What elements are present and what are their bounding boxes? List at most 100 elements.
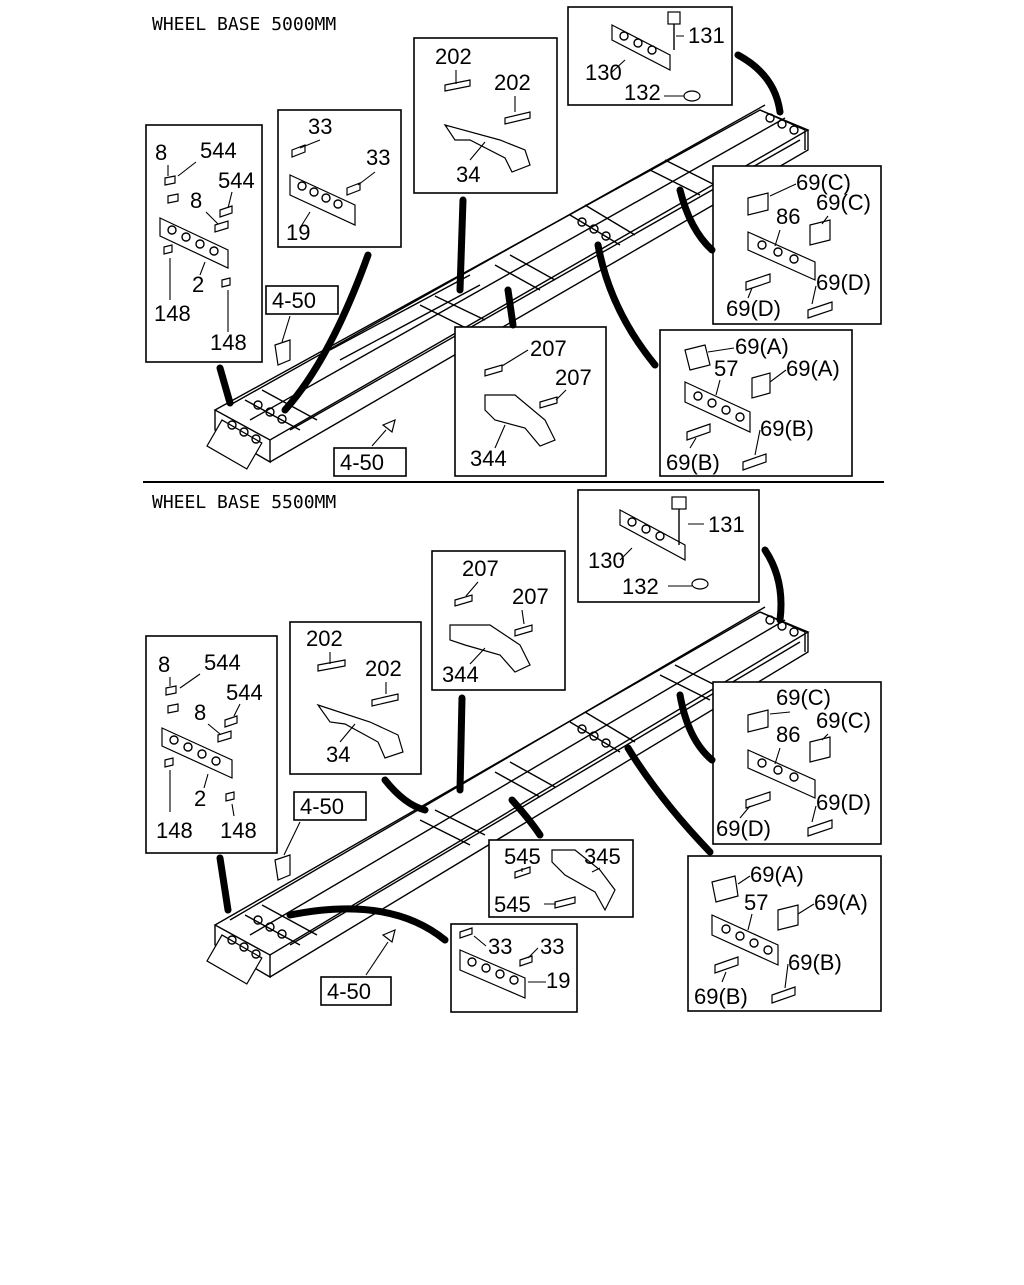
ref-box-4-50-top-a: 4-50 bbox=[265, 285, 339, 343]
label-545-a: 545 bbox=[504, 844, 541, 869]
label-132: 132 bbox=[624, 80, 661, 105]
callout-crossmember-34-b: 202 202 34 bbox=[289, 621, 422, 775]
label-69d-a: 69(D) bbox=[816, 270, 871, 295]
label-69b-b: 69(B) bbox=[666, 450, 720, 475]
label-544-c: 544 bbox=[204, 650, 241, 675]
label-69a-b: 69(A) bbox=[786, 356, 840, 381]
ref-box-4-50-bottom-a: 4-50 bbox=[283, 791, 367, 856]
label-8-d: 8 bbox=[194, 700, 206, 725]
callout-crossmember-86: 69(C) 69(C) 86 69(D) 69(D) bbox=[712, 165, 882, 325]
label-148-b: 148 bbox=[210, 330, 247, 355]
label-69c-d: 69(C) bbox=[816, 708, 871, 733]
leader-callout-2-b bbox=[216, 854, 232, 914]
svg-text:4-50: 4-50 bbox=[340, 450, 384, 475]
callout-crossmember-34: 202 202 34 bbox=[413, 37, 558, 194]
label-69a-d: 69(A) bbox=[814, 890, 868, 915]
label-69c-a: 69(C) bbox=[796, 170, 851, 195]
label-69c-b: 69(C) bbox=[816, 190, 871, 215]
leader-callout-130-b bbox=[761, 546, 785, 624]
label-544-d: 544 bbox=[226, 680, 263, 705]
label-69a-a: 69(A) bbox=[735, 334, 789, 359]
leader-callout-19 bbox=[281, 251, 372, 414]
label-19-b: 19 bbox=[546, 968, 570, 993]
label-207-c: 207 bbox=[462, 556, 499, 581]
leader-callout-86-b bbox=[676, 691, 716, 764]
leader-callout-2 bbox=[216, 364, 234, 407]
label-2-b: 2 bbox=[194, 786, 206, 811]
label-202-c: 202 bbox=[306, 626, 343, 651]
label-2: 2 bbox=[192, 272, 204, 297]
label-545-b: 545 bbox=[494, 892, 531, 917]
section-title-bottom: WHEEL BASE 5500MM bbox=[152, 492, 336, 513]
svg-text:4-50: 4-50 bbox=[272, 288, 316, 313]
label-148-a: 148 bbox=[154, 301, 191, 326]
label-33-a: 33 bbox=[308, 114, 332, 139]
label-33-b: 33 bbox=[366, 145, 390, 170]
section-title-top: WHEEL BASE 5000MM bbox=[152, 14, 336, 35]
label-69d-d: 69(D) bbox=[716, 816, 771, 841]
label-202-d: 202 bbox=[365, 656, 402, 681]
label-34-b: 34 bbox=[326, 742, 350, 767]
label-69a-c: 69(A) bbox=[750, 862, 804, 887]
callout-crossmember-57: 69(A) 57 69(A) 69(B) 69(B) bbox=[659, 329, 853, 477]
label-207-d: 207 bbox=[512, 584, 549, 609]
callout-crossmember-344-b: 207 207 344 bbox=[431, 550, 566, 691]
label-34: 34 bbox=[456, 162, 480, 187]
svg-text:4-50: 4-50 bbox=[327, 979, 371, 1004]
label-544-a: 544 bbox=[200, 138, 237, 163]
label-202-a: 202 bbox=[435, 44, 472, 69]
label-69c-c: 69(C) bbox=[776, 685, 831, 710]
label-69b-d: 69(B) bbox=[694, 984, 748, 1009]
label-344-b: 344 bbox=[442, 662, 479, 687]
label-148-c: 148 bbox=[156, 818, 193, 843]
label-345: 345 bbox=[584, 844, 621, 869]
callout-crossmember-19-b: 33 33 19 bbox=[450, 923, 578, 1013]
callout-crossmember-344: 207 207 344 bbox=[454, 326, 607, 477]
label-344: 344 bbox=[470, 446, 507, 471]
leader-callout-344 bbox=[504, 286, 517, 329]
leader-callout-57 bbox=[594, 241, 659, 369]
label-132-b: 132 bbox=[622, 574, 659, 599]
callout-crossmember-19: 33 33 19 bbox=[277, 109, 402, 248]
label-57: 57 bbox=[714, 356, 738, 381]
label-131: 131 bbox=[688, 23, 725, 48]
leader-callout-86 bbox=[676, 186, 716, 254]
callout-crossmember-2-b: 8 544 8 544 2 148 148 bbox=[145, 635, 278, 854]
label-19: 19 bbox=[286, 220, 310, 245]
label-148-d: 148 bbox=[220, 818, 257, 843]
leader-callout-34-b bbox=[381, 776, 429, 814]
label-8-a: 8 bbox=[155, 140, 167, 165]
leader-callout-345 bbox=[508, 796, 544, 839]
label-131-b: 131 bbox=[708, 512, 745, 537]
label-130: 130 bbox=[585, 60, 622, 85]
callout-crossmember-2: 8 544 8 544 2 148 148 bbox=[145, 124, 263, 363]
label-8-b: 8 bbox=[190, 188, 202, 213]
label-33-c: 33 bbox=[488, 934, 512, 959]
svg-text:4-50: 4-50 bbox=[300, 794, 344, 819]
leader-callout-19-b bbox=[286, 905, 449, 944]
label-69b-a: 69(B) bbox=[760, 416, 814, 441]
label-57-b: 57 bbox=[744, 890, 768, 915]
label-86: 86 bbox=[776, 204, 800, 229]
callout-crossmember-345: 545 345 545 bbox=[488, 839, 634, 918]
label-544-b: 544 bbox=[218, 168, 255, 193]
label-202-b: 202 bbox=[494, 70, 531, 95]
leader-callout-57-b bbox=[624, 744, 714, 856]
callout-bracket-130-b: 131 130 132 bbox=[577, 489, 760, 603]
leader-callout-34 bbox=[456, 196, 467, 294]
frame-assembly-top bbox=[206, 104, 810, 470]
leader-callout-130 bbox=[734, 51, 784, 116]
label-8-c: 8 bbox=[158, 652, 170, 677]
label-69d-b: 69(D) bbox=[726, 296, 781, 321]
callout-bracket-130: 131 130 132 bbox=[567, 6, 733, 106]
label-33-d: 33 bbox=[540, 934, 564, 959]
label-69b-c: 69(B) bbox=[788, 950, 842, 975]
ref-box-4-50-bottom-b: 4-50 bbox=[320, 941, 392, 1006]
ref-box-4-50-top-b: 4-50 bbox=[333, 429, 407, 477]
label-207-a: 207 bbox=[530, 336, 567, 361]
leader-callout-344-b bbox=[456, 694, 466, 794]
label-69d-c: 69(D) bbox=[816, 790, 871, 815]
callout-crossmember-86-b: 69(C) 69(C) 86 69(D) 69(D) bbox=[712, 681, 882, 845]
